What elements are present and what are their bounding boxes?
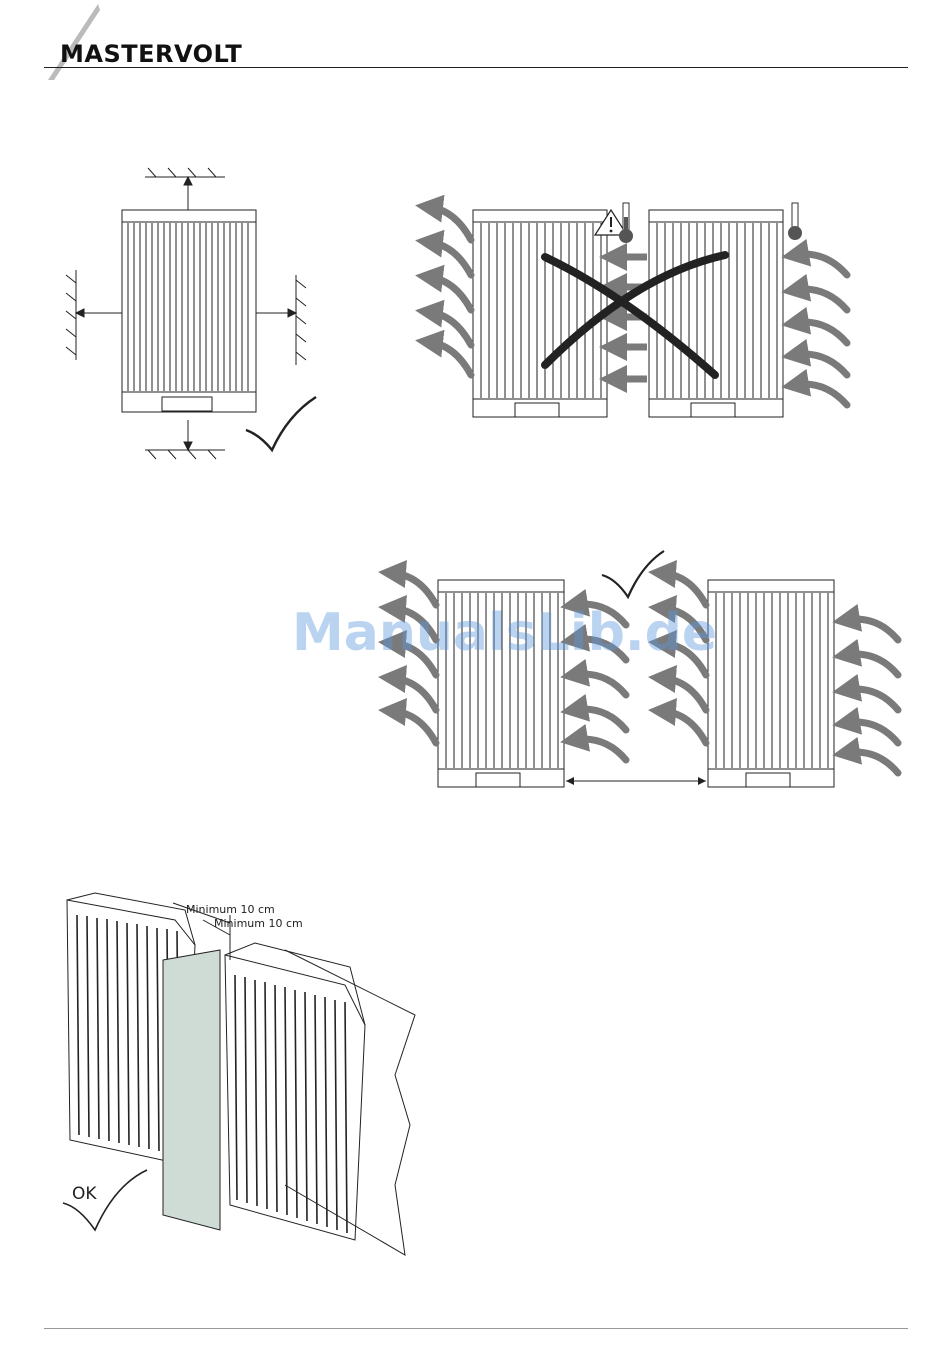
- figure-wrong-placement: [415, 195, 855, 435]
- figure-correct-spacing: [380, 545, 910, 800]
- dimension-label-1: Minimum 10 cm: [186, 903, 275, 916]
- watermark: ManualsLib.de: [292, 603, 717, 663]
- figure-clearance-single: [60, 165, 340, 465]
- dimension-label-2: Minimum 10 cm: [214, 917, 303, 930]
- footer-rule: [44, 1328, 908, 1329]
- thermometer-cool-icon: [788, 203, 802, 240]
- thermometer-hot-icon: [619, 203, 633, 243]
- brand-logo: MASTERVOLT: [60, 40, 242, 68]
- ok-label: OK: [72, 1184, 97, 1204]
- check-icon: [602, 551, 664, 597]
- header-rule: [44, 67, 908, 68]
- figure-3d-mounting: [55, 885, 425, 1260]
